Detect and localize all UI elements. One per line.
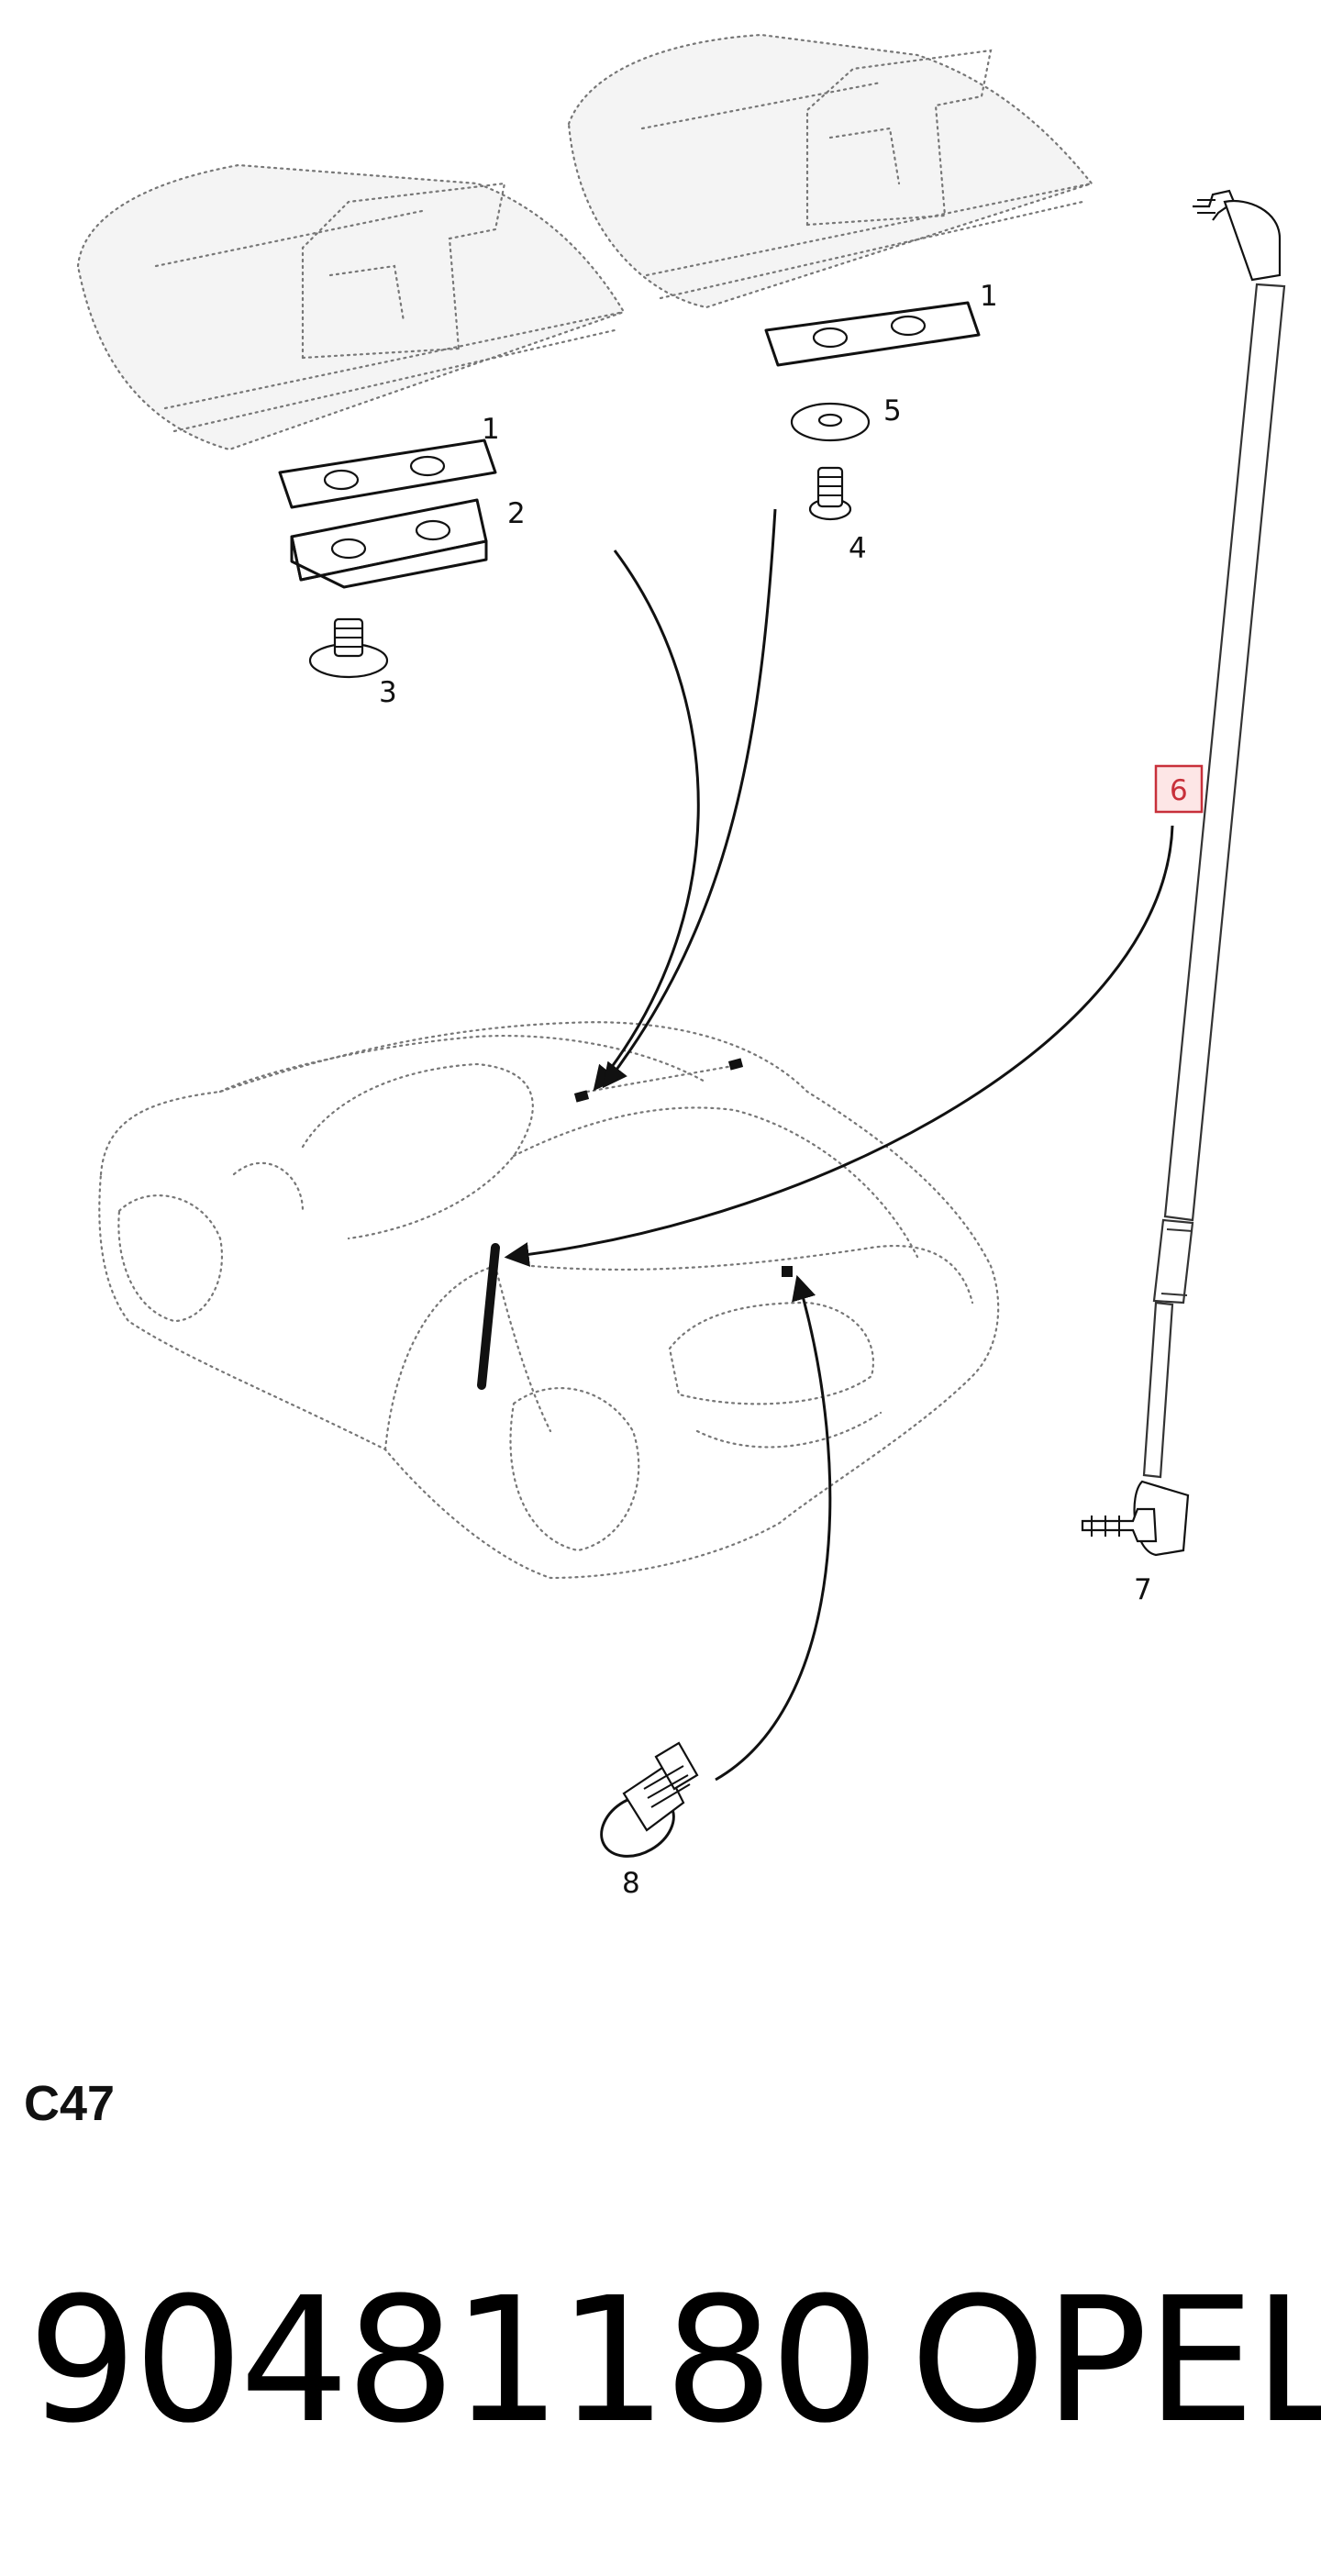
- callout-6-highlight-box: [1154, 764, 1204, 814]
- callout-5: 5: [883, 394, 902, 427]
- exploded-parts-diagram: 1 2 3 1 5 4 6 7 8: [76, 33, 1286, 1900]
- callout-7: 7: [1134, 1573, 1152, 1606]
- left-pad-1: [278, 439, 497, 509]
- right-bolt-4: [808, 466, 852, 521]
- left-bolt-3: [308, 617, 389, 679]
- callout-6: 6: [1170, 774, 1188, 807]
- part-number: 90481180: [28, 2260, 880, 2461]
- leader-arrows: [504, 508, 1174, 1782]
- callout-2: 2: [507, 497, 526, 530]
- push-bolt-8: [600, 1741, 699, 1858]
- left-shim-2: [290, 498, 488, 589]
- callout-3: 3: [379, 676, 397, 709]
- callout-8: 8: [622, 1867, 640, 1900]
- car-illustration: [98, 1021, 1000, 1580]
- page-code: C47: [24, 2076, 116, 2131]
- callout-1-left: 1: [482, 413, 500, 446]
- right-pad-1: [764, 301, 981, 367]
- callout-1-right: 1: [980, 280, 998, 313]
- callout-4: 4: [849, 532, 867, 565]
- right-hinge-bracket-illustration: [567, 33, 1093, 309]
- brand-name: OPEL: [910, 2260, 1321, 2461]
- gas-strut-6: [1081, 189, 1286, 1557]
- left-hinge-bracket-illustration: [76, 163, 626, 451]
- right-washer-5: [790, 402, 871, 442]
